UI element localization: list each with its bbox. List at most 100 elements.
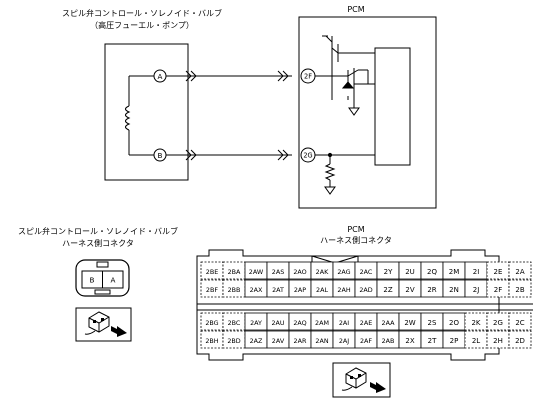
harness-view-icon: [75, 307, 132, 342]
pcm-pin-label: 2BC: [228, 319, 241, 327]
pcm-pin-cell: [486, 312, 510, 331]
pcm-pin-label: 2AL: [316, 286, 328, 294]
pcm-pin-label: 2AN: [315, 337, 328, 345]
pcm-pin-label: 2C: [515, 319, 524, 327]
pcm-pin-cell: [486, 261, 510, 280]
pcm-pin-label: 2AS: [272, 268, 285, 276]
pcm-pin-label: 2BB: [228, 286, 241, 294]
pcm-pin-label: 2AT: [272, 286, 284, 294]
pcm-pin-label: 2R: [427, 286, 436, 294]
pcm-pin-cell: [200, 279, 224, 298]
pcm-pin-label: 2D: [515, 337, 525, 345]
pcm-pin-label: 2P: [450, 337, 459, 345]
pcm-pin-label: 2G: [493, 319, 503, 327]
pcm-resistor-circuit: [315, 152, 375, 195]
terminal-b-label: B: [158, 151, 163, 160]
pcm-pin-cell: [486, 279, 510, 298]
pcm-ic-block: [374, 47, 411, 166]
pcm-pin-label: 2AR: [294, 337, 307, 345]
pcm-pin-label: 2BA: [228, 268, 241, 276]
connector-pin-a: A: [111, 276, 116, 285]
pcm-pin-label: 2AX: [250, 286, 263, 294]
pcm-pin-cell: [508, 279, 532, 298]
pcm-pin-label: 2U: [405, 268, 415, 276]
pcm-pin-label: 2Y: [384, 268, 393, 276]
pcm-pin-label: 2AM: [315, 319, 329, 327]
pcm-pin-cell: [222, 279, 246, 298]
pcm-pin-label: 2J: [473, 286, 480, 294]
pcm-pin-label: 2K: [471, 319, 480, 327]
pcm-pin-label: 2F: [494, 286, 502, 294]
pcm-pin-label: 2V: [405, 286, 414, 294]
pcm-pin-cell: [508, 261, 532, 280]
pcm-pin-label: 2AO: [293, 268, 306, 276]
pcm-pin-label: 2O: [449, 319, 459, 327]
lower-pcm-label-line2: ハーネス側コネクタ: [320, 235, 392, 245]
pcm-pin-label: 2W: [404, 319, 415, 327]
pcm-pin-grid: 2BE 2BA 2AW 2AS 2AO 2AK 2AG 2AC 2Y 2U 2Q 2M 2I 2E 2A 2B…: [200, 261, 532, 349]
pcm-pin-cell: [508, 312, 532, 331]
pcm-pin-label: 2H: [493, 337, 503, 345]
coil-symbol: [124, 75, 156, 156]
connector-chevrons-b: [185, 149, 289, 161]
pcm-view-icon: [332, 362, 391, 398]
pcm-pin-label: 2S: [428, 319, 437, 327]
pcm-pin-label: 2AG: [337, 268, 350, 276]
pcm-pin-label: 2E: [494, 268, 503, 276]
pcm-pin-label: 2BD: [227, 337, 240, 345]
pcm-pin-cell: [464, 330, 488, 349]
pcm-pin-label: 2X: [405, 337, 414, 345]
pcm-terminal-2g-label: 2G: [303, 152, 312, 160]
pcm-pin-cell: [222, 312, 246, 331]
pcm-internal-circuit: [315, 35, 375, 116]
pcm-pin-label: 2A: [515, 268, 524, 276]
terminal-a-label: A: [158, 72, 163, 81]
pcm-pin-label: 2AW: [249, 268, 264, 276]
pcm-pin-label: 2B: [515, 286, 524, 294]
pcm-pin-label: 2L: [472, 337, 480, 345]
pcm-pin-label: 2AQ: [293, 319, 306, 327]
pcm-pin-label: 2AD: [359, 286, 372, 294]
pcm-harness-connector: [196, 249, 533, 361]
pcm-pin-cell: [200, 330, 224, 349]
pcm-pin-label: 2AU: [271, 319, 284, 327]
pcm-pin-cell: [486, 330, 510, 349]
solenoid-box: [104, 43, 189, 181]
pcm-pin-label: 2M: [449, 268, 460, 276]
pcm-pin-label: 2AA: [382, 319, 396, 327]
pcm-pin-label: 2AJ: [339, 337, 349, 345]
pcm-terminal-2f-label: 2F: [304, 73, 312, 81]
pcm-pin-label: 2AH: [337, 286, 350, 294]
pcm-pin-cell: [464, 312, 488, 331]
lower-pcm-label-line1: PCM: [347, 225, 364, 234]
solenoid-label-line2: （高圧フューエル・ポンプ）: [90, 20, 194, 30]
pcm-pin-label: 2BH: [205, 337, 218, 345]
lower-solenoid-label-line1: スピル弁コントロール・ソレノイド・バルブ: [18, 226, 178, 236]
pcm-pin-label: 2Q: [427, 268, 437, 276]
pcm-pin-label: 2AF: [360, 337, 372, 345]
pcm-pin-label: 2AB: [382, 337, 395, 345]
pcm-pin-label: 2BG: [205, 319, 218, 327]
pcm-pin-label: 2I: [473, 268, 480, 276]
pcm-pin-cell: [200, 312, 224, 331]
pcm-pin-label: 2Z: [383, 286, 392, 294]
pcm-label: PCM: [347, 5, 364, 14]
pcm-pin-cell: [508, 330, 532, 349]
pcm-pin-label: 2AK: [316, 268, 329, 276]
lower-solenoid-label-line2: ハーネス側コネクタ: [62, 238, 134, 248]
pcm-pin-label: 2AE: [360, 319, 372, 327]
pcm-pin-cell: [200, 261, 224, 280]
solenoid-label-line1: スピル弁コントロール・ソレノイド・バルブ: [62, 8, 222, 18]
pcm-pin-label: 2BE: [206, 268, 219, 276]
pcm-pin-label: 2AP: [294, 286, 306, 294]
pcm-pin-label: 2N: [449, 286, 459, 294]
pcm-pin-label: 2T: [428, 337, 437, 345]
connector-pin-b: B: [90, 276, 95, 285]
pcm-pin-label: 2BF: [206, 286, 218, 294]
pcm-pin-label: 2AI: [339, 319, 349, 327]
pcm-pin-cell: [222, 330, 246, 349]
pcm-box: [298, 16, 437, 209]
pcm-pin-label: 2AC: [360, 268, 373, 276]
solenoid-harness-connector: [75, 259, 130, 297]
